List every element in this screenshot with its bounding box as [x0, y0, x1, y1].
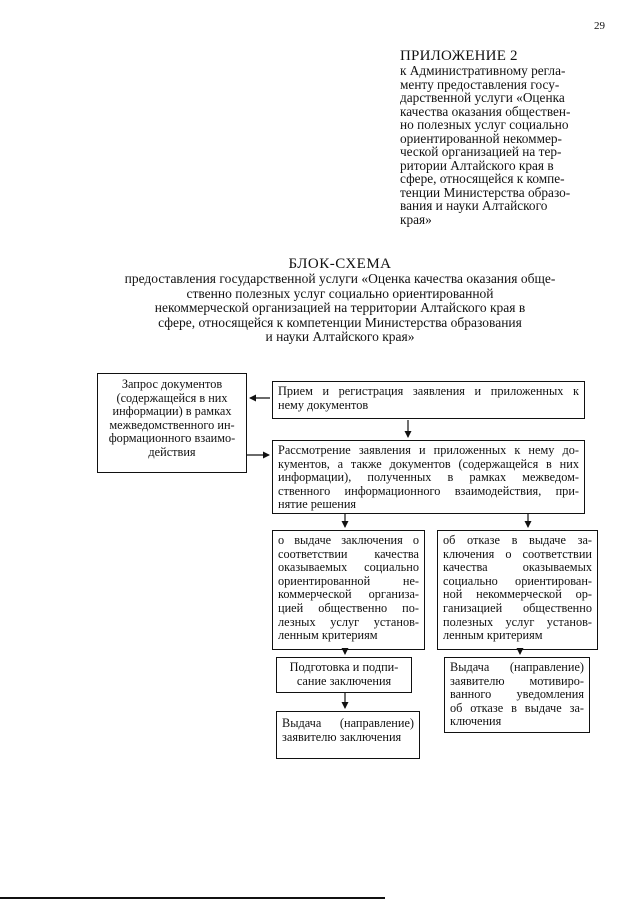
box-text-line: информации) в рамках: [112, 404, 232, 419]
review-decision-box: Рассмотрение заявления и приложенных к н…: [272, 440, 585, 514]
appendix-line: дарственной услуги «Оценка: [400, 90, 565, 105]
appendix-line: вания и науки Алтайского: [400, 198, 548, 213]
box-text-line: Рассмотрение заявления и приложенных к н…: [278, 443, 579, 457]
appendix-line: к Административному регла-: [400, 63, 566, 78]
box-text-line: нятие решения: [278, 497, 357, 512]
flowchart-subtitle-line: ственно полезных услуг социально ориенти…: [186, 285, 494, 301]
page-number: 29: [594, 20, 605, 32]
appendix-line: ритории Алтайского края в: [400, 157, 554, 173]
box-text-line: Прием и регистрация заявления и приложен…: [278, 384, 579, 398]
box-text-line: кументов, а также документов (содержащей…: [278, 456, 579, 471]
box-text-line: ванного уведомления: [450, 687, 584, 702]
appendix-line: края»: [400, 211, 432, 227]
box-text-line: ориентированной не-: [278, 573, 419, 588]
box-text-line: Запрос документов: [121, 377, 223, 391]
box-text-line: полезных услуг установ-: [443, 614, 592, 629]
box-text-line: соответствии качества: [278, 546, 419, 561]
box-text-line: коммерческой организа-: [278, 587, 419, 602]
appendix-line: ориентированной некоммер-: [400, 130, 562, 146]
flowchart-title-block: БЛОК-СХЕМА предоставления государственно…: [90, 256, 590, 345]
box-text-line: ганизацией общественно: [443, 600, 592, 615]
positive-decision-box: о выдаче заключения о соответствии качес…: [272, 530, 425, 650]
box-text-line: о выдаче заключения о: [278, 533, 419, 547]
appendix-line: качества оказания обществен-: [400, 103, 571, 119]
box-text-line: цией общественно по-: [278, 600, 419, 615]
box-text-line: заявителю мотивиро-: [450, 673, 584, 688]
box-text-line: об отказе в выдаче за-: [443, 533, 592, 547]
box-text-line: Выдача (направление): [450, 660, 584, 674]
box-text-line: качества оказываемых: [443, 560, 592, 575]
interagency-request-box: Запрос документов (содержащейся в них ин…: [97, 373, 247, 473]
box-text-line: ленным критериям: [278, 628, 378, 643]
appendix-line: сфере, относящейся к компе-: [400, 171, 565, 186]
appendix-line: менту предоставления госу-: [400, 76, 560, 92]
box-text-line: формационного взаимо-: [108, 431, 236, 446]
box-text-line: сание заключения: [296, 673, 392, 688]
box-text-line: лезных услуг установ-: [278, 614, 419, 629]
box-text-line: (содержащейся в них: [116, 390, 228, 405]
box-text-line: Подготовка и подпи-: [289, 660, 399, 674]
negative-decision-box: об отказе в выдаче за- ключения о соотве…: [437, 530, 598, 650]
box-text-line: оказываемых социально: [278, 560, 419, 575]
flowchart-title: БЛОК-СХЕМА: [288, 256, 392, 272]
issue-refusal-box: Выдача (направление) заявителю мотивиро-…: [444, 657, 590, 733]
issue-conclusion-box: Выдача (направление) заявителю заключени…: [276, 711, 420, 759]
appendix-line: ческой организацией на тер-: [400, 144, 562, 159]
appendix-title: ПРИЛОЖЕНИЕ 2: [400, 48, 518, 64]
appendix-line: но полезных услуг социально: [400, 117, 569, 132]
appendix-line: тенции Министерства образо-: [400, 184, 571, 200]
box-text-line: нему документов: [278, 397, 369, 412]
box-text-line: межведомственного ин-: [109, 417, 235, 432]
box-text-line: информации), полученных в рамках межведо…: [278, 470, 579, 485]
flowchart-subtitle-line: и науки Алтайского края»: [265, 329, 415, 344]
box-text-line: социально ориентирован-: [443, 573, 592, 588]
flowchart-subtitle-line: предоставления государственной услуги «О…: [124, 271, 556, 286]
flowchart-subtitle-line: сфере, относящейся к компетенции Министе…: [158, 314, 522, 330]
bottom-rule: [0, 897, 385, 899]
box-text-line: заявителю заключения: [282, 729, 402, 744]
box-text-line: действия: [148, 444, 196, 459]
reception-registration-box: Прием и регистрация заявления и приложен…: [272, 381, 585, 419]
flowchart-subtitle-line: некоммерческой организацией на территори…: [154, 300, 526, 315]
box-text-line: Выдача (направление): [282, 716, 414, 730]
box-text-line: об отказе в выдаче за-: [450, 700, 584, 715]
box-text-line: ключения о соответствии: [443, 546, 592, 561]
appendix-heading: ПРИЛОЖЕНИЕ 2 к Административному регла- …: [400, 48, 598, 226]
box-text-line: ной некоммерческой ор-: [443, 587, 592, 602]
preparation-signing-box: Подготовка и подпи- сание заключения: [276, 657, 412, 693]
box-text-line: ключения: [450, 714, 502, 729]
box-text-line: ленным критериям: [443, 628, 543, 643]
box-text-line: ственного информационного взаимодействия…: [278, 483, 579, 498]
